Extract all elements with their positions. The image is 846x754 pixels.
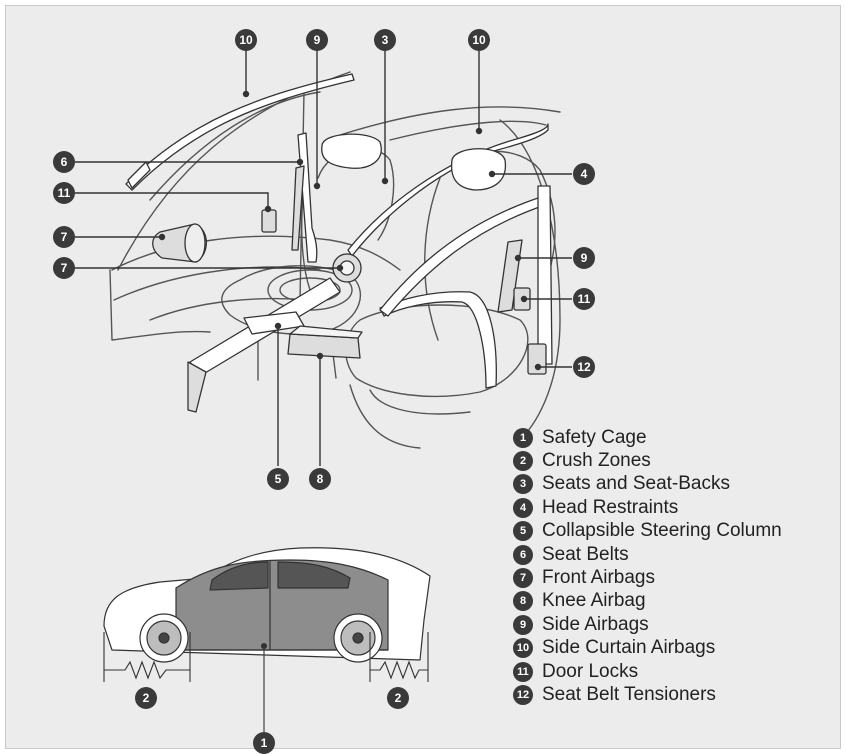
callout-safety-cage: 1 <box>253 732 275 754</box>
callout-head-restraint: 4 <box>573 163 595 185</box>
callout-tensioner: 12 <box>573 356 595 378</box>
legend-item: 8 Knee Airbag <box>513 590 782 613</box>
svg-text:10: 10 <box>239 33 253 47</box>
legend-label: Seat Belts <box>542 544 629 566</box>
callout-side-airbag-top: 9 <box>306 29 328 51</box>
legend-number: 12 <box>513 685 533 705</box>
legend-number: 10 <box>513 638 533 658</box>
legend-label: Head Restraints <box>542 497 678 519</box>
svg-text:12: 12 <box>577 360 591 374</box>
callout-curtain-right: 10 <box>468 29 490 51</box>
callout-knee-airbag: 8 <box>309 468 331 490</box>
svg-text:2: 2 <box>395 691 402 705</box>
legend-number: 3 <box>513 474 533 494</box>
legend-number: 11 <box>513 662 533 682</box>
legend-number: 7 <box>513 568 533 588</box>
legend-label: Collapsible Steering Column <box>542 520 782 542</box>
legend-item: 10 Side Curtain Airbags <box>513 637 782 660</box>
legend-item: 12 Seat Belt Tensioners <box>513 683 782 706</box>
svg-text:5: 5 <box>275 472 282 486</box>
legend-item: 2 Crush Zones <box>513 449 782 472</box>
legend-item: 1 Safety Cage <box>513 426 782 449</box>
legend-item: 5 Collapsible Steering Column <box>513 520 782 543</box>
legend-number: 4 <box>513 498 533 518</box>
callout-curtain-left: 10 <box>235 29 257 51</box>
car-side-view <box>104 548 430 662</box>
svg-text:3: 3 <box>382 33 389 47</box>
svg-text:6: 6 <box>61 155 68 169</box>
svg-text:9: 9 <box>581 251 588 265</box>
legend-label: Side Curtain Airbags <box>542 637 715 659</box>
svg-text:7: 7 <box>61 230 68 244</box>
legend-item: 6 Seat Belts <box>513 543 782 566</box>
svg-text:1: 1 <box>261 736 268 750</box>
svg-text:10: 10 <box>472 33 486 47</box>
legend-number: 1 <box>513 428 533 448</box>
legend-label: Door Locks <box>542 661 638 683</box>
legend-label: Front Airbags <box>542 567 655 589</box>
svg-text:8: 8 <box>317 472 324 486</box>
legend-item: 4 Head Restraints <box>513 496 782 519</box>
callout-door-lock-right: 11 <box>573 288 595 310</box>
legend-item: 11 Door Locks <box>513 660 782 683</box>
legend-label: Crush Zones <box>542 450 651 472</box>
callout-door-lock-left: 11 <box>53 182 75 204</box>
legend-item: 9 Side Airbags <box>513 613 782 636</box>
callout-side-airbag-right: 9 <box>573 247 595 269</box>
svg-text:9: 9 <box>314 33 321 47</box>
legend-item: 7 Front Airbags <box>513 566 782 589</box>
legend-item: 3 Seats and Seat-Backs <box>513 473 782 496</box>
legend-number: 8 <box>513 591 533 611</box>
callout-steering-column: 5 <box>267 468 289 490</box>
legend-label: Seats and Seat-Backs <box>542 473 730 495</box>
legend-number: 6 <box>513 545 533 565</box>
svg-text:2: 2 <box>143 691 150 705</box>
legend-number: 9 <box>513 615 533 635</box>
callout-seat-belt: 6 <box>53 151 75 173</box>
leader-lines <box>75 50 572 466</box>
legend-number: 5 <box>513 521 533 541</box>
callout-front-airbag-driver: 7 <box>53 257 75 279</box>
svg-text:4: 4 <box>581 167 588 181</box>
legend-label: Safety Cage <box>542 427 647 449</box>
svg-text:11: 11 <box>578 292 591 306</box>
callout-seats: 3 <box>374 29 396 51</box>
legend-label: Seat Belt Tensioners <box>542 684 716 706</box>
legend: 1 Safety Cage 2 Crush Zones 3 Seats and Sea… <box>513 426 782 707</box>
callout-front-airbag-passenger: 7 <box>53 226 75 248</box>
legend-label: Side Airbags <box>542 614 649 636</box>
component-shapes <box>126 74 552 412</box>
legend-number: 2 <box>513 451 533 471</box>
callout-crush-zone-rear: 2 <box>387 687 409 709</box>
legend-label: Knee Airbag <box>542 590 646 612</box>
svg-text:7: 7 <box>61 261 68 275</box>
svg-text:11: 11 <box>58 186 71 200</box>
callout-crush-zone-front: 2 <box>135 687 157 709</box>
